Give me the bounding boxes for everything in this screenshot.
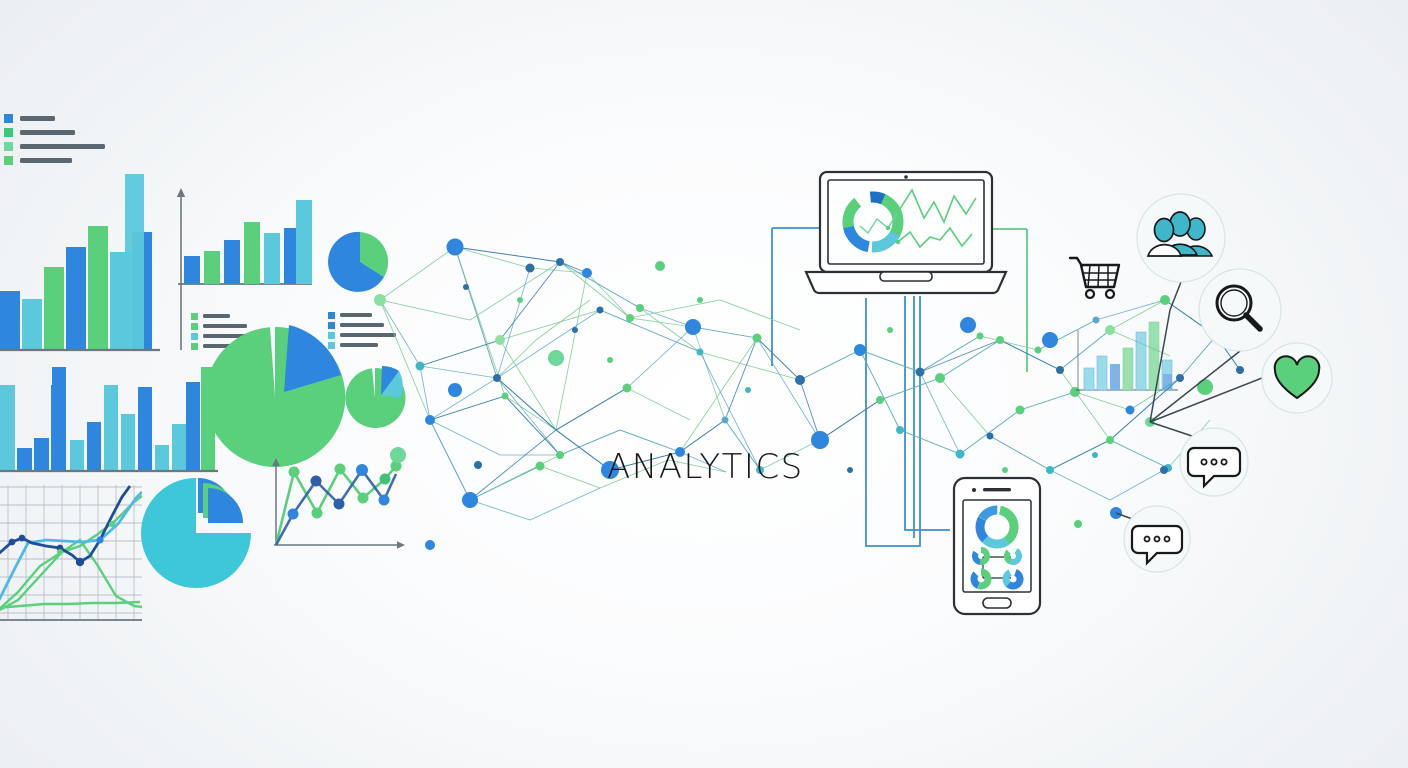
smartphone-illustration bbox=[952, 476, 1042, 616]
bar-chart-lower-left bbox=[0, 367, 218, 473]
heart-icon bbox=[1261, 342, 1333, 414]
shopping-cart-icon bbox=[1068, 256, 1121, 300]
bar-chart-upper-mid bbox=[176, 188, 312, 350]
bar-chart-network-overlay bbox=[1076, 321, 1178, 391]
laptop-illustration bbox=[804, 170, 1008, 295]
phone-mini-donuts bbox=[970, 547, 1024, 590]
phone-donut bbox=[975, 505, 1019, 549]
connector-paths bbox=[771, 227, 1028, 547]
grid-line-chart-bottom-left bbox=[0, 485, 142, 621]
users-group-icon bbox=[1136, 193, 1226, 283]
pie-small-right bbox=[345, 365, 406, 428]
pie-large-left bbox=[205, 325, 346, 467]
icon-connectors bbox=[1115, 281, 1263, 521]
chat-bubble-icon-2 bbox=[1123, 505, 1191, 573]
magnifier-icon bbox=[1198, 268, 1282, 352]
pie-small-top bbox=[328, 231, 389, 292]
page-title: ANALYTICS bbox=[607, 447, 804, 487]
pie-layered-bottom bbox=[141, 478, 251, 588]
bar-chart-upper-left bbox=[0, 174, 160, 352]
network-graph-edges bbox=[379, 246, 1241, 521]
chat-bubble-icon bbox=[1179, 427, 1249, 497]
legend-top-left bbox=[4, 114, 105, 165]
network-graph-nodes bbox=[374, 238, 1244, 550]
zigzag-line-chart bbox=[272, 458, 405, 549]
legend-mid-right bbox=[328, 312, 396, 349]
